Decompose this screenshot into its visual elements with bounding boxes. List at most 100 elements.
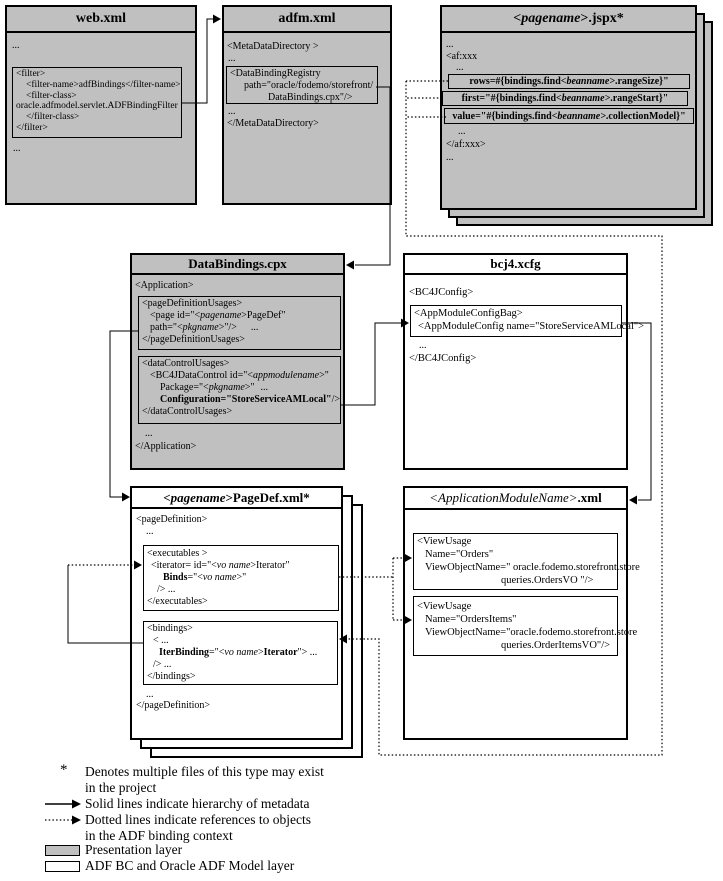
ellipsis: ... bbox=[228, 106, 236, 117]
code-line: path="<pkgname>"/>... bbox=[150, 322, 259, 333]
code-line: Binds="<vo name>" bbox=[163, 572, 247, 583]
title-module-name: <ApplicationModuleName> bbox=[429, 490, 578, 505]
legend-solid-line-text: Solid lines indicate hierarchy of metada… bbox=[85, 796, 310, 811]
databindings-title: DataBindings.cpx bbox=[132, 255, 343, 275]
el-beanname: <beanname> bbox=[556, 93, 611, 104]
jspx-box: <pagename>.jspx* ... <af:xxx ... rows=#{… bbox=[440, 5, 697, 210]
adfm-box: adfm.xml <MetaDataDirectory > ... <DataB… bbox=[222, 5, 392, 205]
title-segment: < bbox=[513, 11, 522, 26]
code-line: </pageDefinitionUsages> bbox=[142, 334, 245, 345]
legend-dotted-line-text: Dotted lines indicate references to obje… bbox=[85, 812, 312, 827]
el-segment: rows=#{bindings.find bbox=[469, 76, 561, 87]
code-line: Name="OrdersItems" bbox=[425, 614, 517, 625]
pagedef-box: <pagename>PageDef.xml* <pageDefinition> … bbox=[130, 486, 343, 740]
bc4j-box: bcj4.xcfg <BC4JConfig> <AppModuleConfigB… bbox=[403, 253, 645, 470]
code-line: < ... bbox=[153, 635, 169, 646]
el-beanname: <beanname> bbox=[551, 110, 606, 122]
arrowhead-into-adfm bbox=[213, 14, 221, 24]
code-line: </executables> bbox=[147, 596, 208, 607]
bc4j-title: bcj4.xcfg bbox=[405, 255, 626, 275]
legend-arrow-icons bbox=[45, 799, 81, 825]
code-line: path="oracle/fodemo/storefront/ bbox=[244, 80, 374, 91]
code-line: <AppModuleConfig name="StoreServiceAMLoc… bbox=[418, 321, 645, 332]
ellipsis: ... bbox=[146, 689, 154, 700]
title-segment: < bbox=[163, 489, 171, 505]
legend-presentation-layer-text: Presentation layer bbox=[85, 842, 183, 857]
databindings-box: DataBindings.cpx <Application> <pageDefi… bbox=[130, 253, 345, 470]
pagedefinition-usages-codebox: <pageDefinitionUsages> <page id="<pagena… bbox=[138, 296, 341, 350]
pagedef-title: <pagename>PageDef.xml* bbox=[132, 488, 341, 509]
title-pagename: pagename bbox=[170, 489, 226, 505]
code-line: <BC4JDataControl id="<appmodulename>" bbox=[150, 370, 329, 381]
filter-config-codebox: <filter> <filter-name>adfBindings</filte… bbox=[12, 67, 182, 138]
ellipsis: ... bbox=[419, 340, 427, 351]
databindings-to-bc4j-connector bbox=[341, 322, 401, 406]
code-line: <pageDefinition> bbox=[136, 514, 208, 525]
ellipsis: ... bbox=[446, 152, 454, 163]
el-rows-codebox: rows=#{bindings.find<beanname>.rangeSize… bbox=[448, 74, 690, 89]
bindings-codebox: <bindings> < ... IterBinding="<vo name>I… bbox=[143, 621, 338, 685]
solid-arrowhead-legend-icon bbox=[72, 799, 81, 809]
ellipsis: ... bbox=[446, 39, 454, 50]
title-segment: >PageDef.xml* bbox=[225, 489, 310, 505]
legend-adf-bc-layer-text: ADF BC and Oracle ADF Model layer bbox=[85, 858, 295, 873]
el-segment: .rangeStart}" bbox=[610, 93, 669, 104]
code-line: </MetaDataDirectory> bbox=[227, 118, 319, 129]
code-line: <af:xxx bbox=[446, 51, 478, 62]
legend-dotted-line-text-2: in the ADF binding context bbox=[85, 828, 233, 843]
code-line: queries.OrdersVO "/> bbox=[501, 575, 594, 586]
code-line: </dataControlUsages> bbox=[142, 406, 233, 417]
el-value-codebox: value="#{bindings.find<beanname>.collect… bbox=[444, 108, 694, 124]
code-line: <DataBindingRegistry bbox=[230, 68, 321, 79]
code-line: </filter> bbox=[16, 122, 48, 133]
dotted-arrowhead-legend-icon bbox=[72, 815, 81, 825]
code-line: IterBinding="<vo name>Iterator"> ... bbox=[159, 647, 318, 658]
executables-codebox: <executables > <iterator= id="<vo name>I… bbox=[143, 545, 339, 611]
code-line: </pageDefinition> bbox=[136, 700, 211, 711]
code-line: <MetaDataDirectory > bbox=[227, 41, 319, 52]
code-line: <dataControlUsages> bbox=[142, 358, 230, 369]
arrowhead-into-appmodule-xml bbox=[629, 495, 637, 505]
viewusage-orders-codebox: <ViewUsage Name="Orders" ViewObjectName=… bbox=[413, 533, 640, 590]
webxml-box: web.xml ... <filter> <filter-name>adfBin… bbox=[5, 5, 197, 205]
code-line: <Application> bbox=[135, 280, 194, 291]
legend-multiple-files-text-2: in the project bbox=[85, 780, 157, 795]
viewusage-ordersitems-codebox: <ViewUsage Name="OrdersItems" ViewObject… bbox=[413, 596, 638, 656]
code-line: DataBindings.cpx"/> bbox=[268, 92, 353, 103]
legend-multiple-files-text: Denotes multiple files of this type may … bbox=[85, 764, 324, 779]
title-segment: >.jspx* bbox=[580, 11, 624, 26]
code-line: Package="<pkgname>"... bbox=[160, 382, 269, 393]
ellipsis: ... bbox=[145, 428, 153, 439]
code-line: <executables > bbox=[147, 548, 208, 559]
el-segment: value="#{bindings.find bbox=[452, 110, 552, 122]
datacontrol-usages-codebox: <dataControlUsages> <BC4JDataControl id=… bbox=[138, 356, 341, 424]
presentation-layer-swatch bbox=[45, 845, 80, 856]
code-line: </Application> bbox=[135, 441, 197, 452]
code-line: /> ... bbox=[153, 659, 172, 670]
code-line: <page id="<pagename>PageDef" bbox=[150, 310, 286, 321]
el-first-codebox: first="#{bindings.find<beanname>.rangeSt… bbox=[442, 91, 688, 106]
ellipsis: ... bbox=[12, 40, 20, 51]
code-line: <ViewUsage bbox=[417, 536, 472, 547]
el-segment: .collectionModel}" bbox=[605, 110, 686, 122]
code-line: <filter-class> bbox=[26, 90, 77, 101]
code-line: Configuration="StoreServiceAMLocal"/> bbox=[160, 394, 341, 405]
webxml-title: web.xml bbox=[7, 7, 195, 33]
adf-bc-layer-swatch bbox=[45, 861, 80, 872]
code-line: ViewObjectName=" oracle.fodemo.storefron… bbox=[425, 562, 640, 573]
code-line: <ViewUsage bbox=[417, 601, 472, 612]
code-line: ViewObjectName="oracle.fodemo.storefront… bbox=[425, 627, 638, 638]
el-segment: first="#{bindings.find bbox=[461, 93, 557, 104]
appmodule-config-codebox: <AppModuleConfigBag> <AppModuleConfig na… bbox=[410, 305, 645, 337]
ellipsis: ... bbox=[456, 62, 464, 73]
code-line: <iterator= id="<vo name>Iterator" bbox=[151, 560, 290, 571]
arrowhead-into-databindings bbox=[346, 260, 354, 270]
code-line: Name="Orders" bbox=[425, 549, 494, 560]
code-line: </BC4JConfig> bbox=[409, 353, 477, 364]
code-line: oracle.adfmodel.servlet.ADFBindingFilter bbox=[16, 101, 178, 112]
title-segment: .xml bbox=[577, 490, 602, 505]
ellipsis: ... bbox=[458, 126, 466, 137]
arrowhead-into-pagedef bbox=[122, 492, 130, 502]
el-segment: .rangeSize}" bbox=[614, 76, 669, 87]
